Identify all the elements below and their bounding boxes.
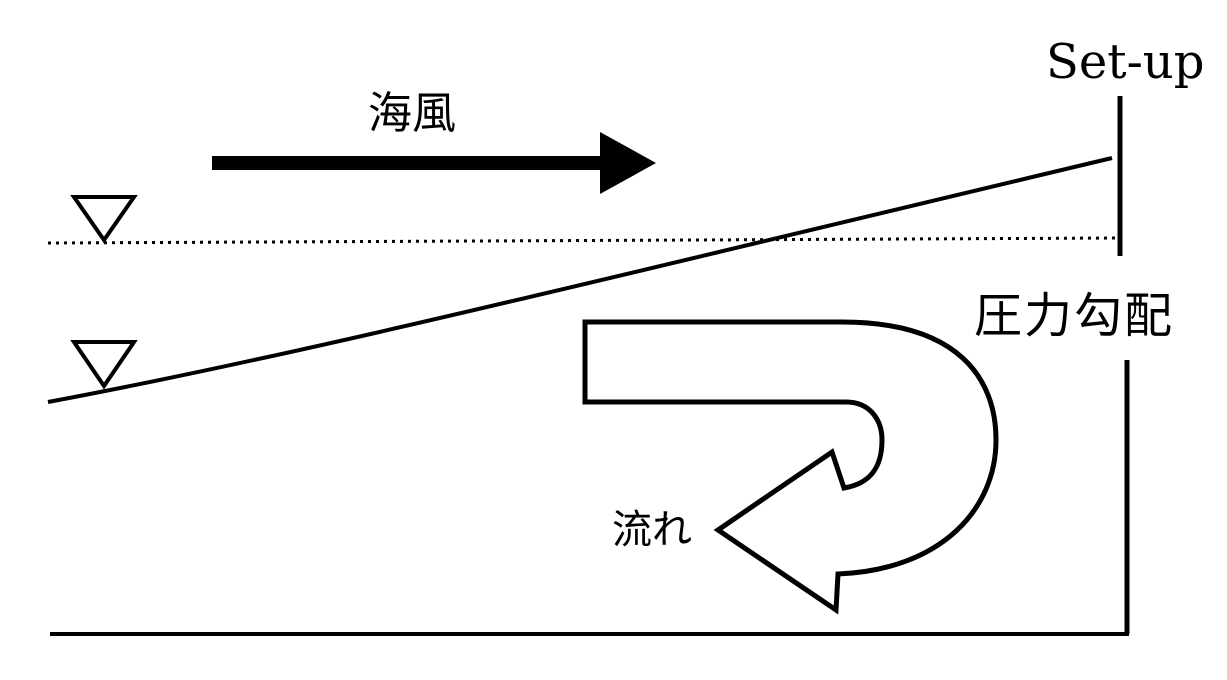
sea-wind-arrow <box>212 132 656 194</box>
setup-label: Set-up <box>1046 34 1205 90</box>
sea-wind-label: 海風 <box>368 88 456 139</box>
pressure-gradient-label: 圧力勾配 <box>974 288 1175 344</box>
return-flow-arrow <box>582 319 999 615</box>
set-up-water-surface-line <box>47 156 1113 404</box>
still-water-level-line <box>47 236 1121 245</box>
water-level-marker-icon <box>70 340 138 390</box>
water-level-marker-icon <box>70 195 138 244</box>
flow-label: 流れ <box>612 507 692 553</box>
